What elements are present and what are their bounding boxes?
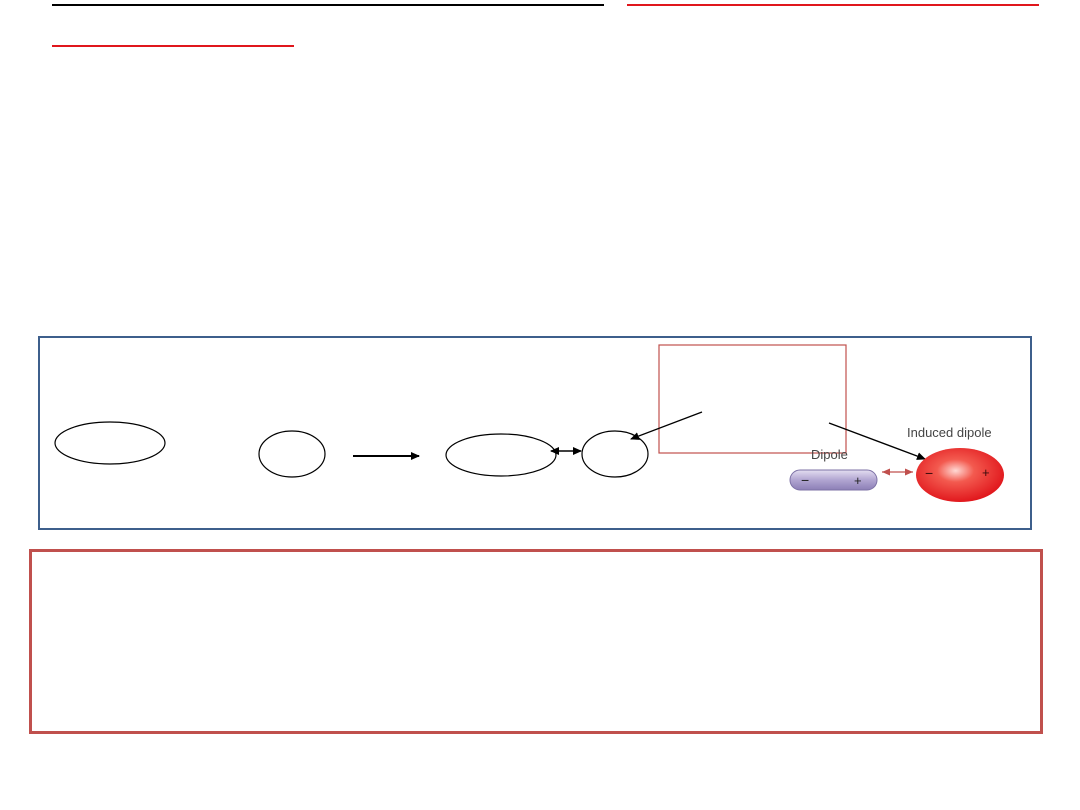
induced-minus-sign: − <box>925 465 933 481</box>
molecule-circle-2 <box>581 430 649 478</box>
induced-plus-sign: + <box>982 465 990 480</box>
callout-box <box>658 344 847 454</box>
dipole-label: Dipole <box>811 447 848 462</box>
dipole-plus-sign: + <box>854 473 862 488</box>
heading-underline-right <box>627 4 1039 6</box>
induced-dipole-label: Induced dipole <box>907 425 992 440</box>
dipole-capsule <box>789 469 878 491</box>
title-underline <box>52 4 604 6</box>
diagram-frame <box>38 336 1032 530</box>
molecule-ellipse-2 <box>445 433 557 477</box>
note-box <box>29 549 1043 734</box>
callout-arrow-left <box>630 411 703 440</box>
molecule-ellipse-1 <box>54 421 166 465</box>
molecule-circle-1 <box>258 430 326 478</box>
induced-dipole-sphere <box>916 448 1004 502</box>
heading-underline-left <box>52 45 294 47</box>
callout-arrow-right <box>828 422 926 460</box>
dipole-minus-sign: − <box>801 472 809 488</box>
